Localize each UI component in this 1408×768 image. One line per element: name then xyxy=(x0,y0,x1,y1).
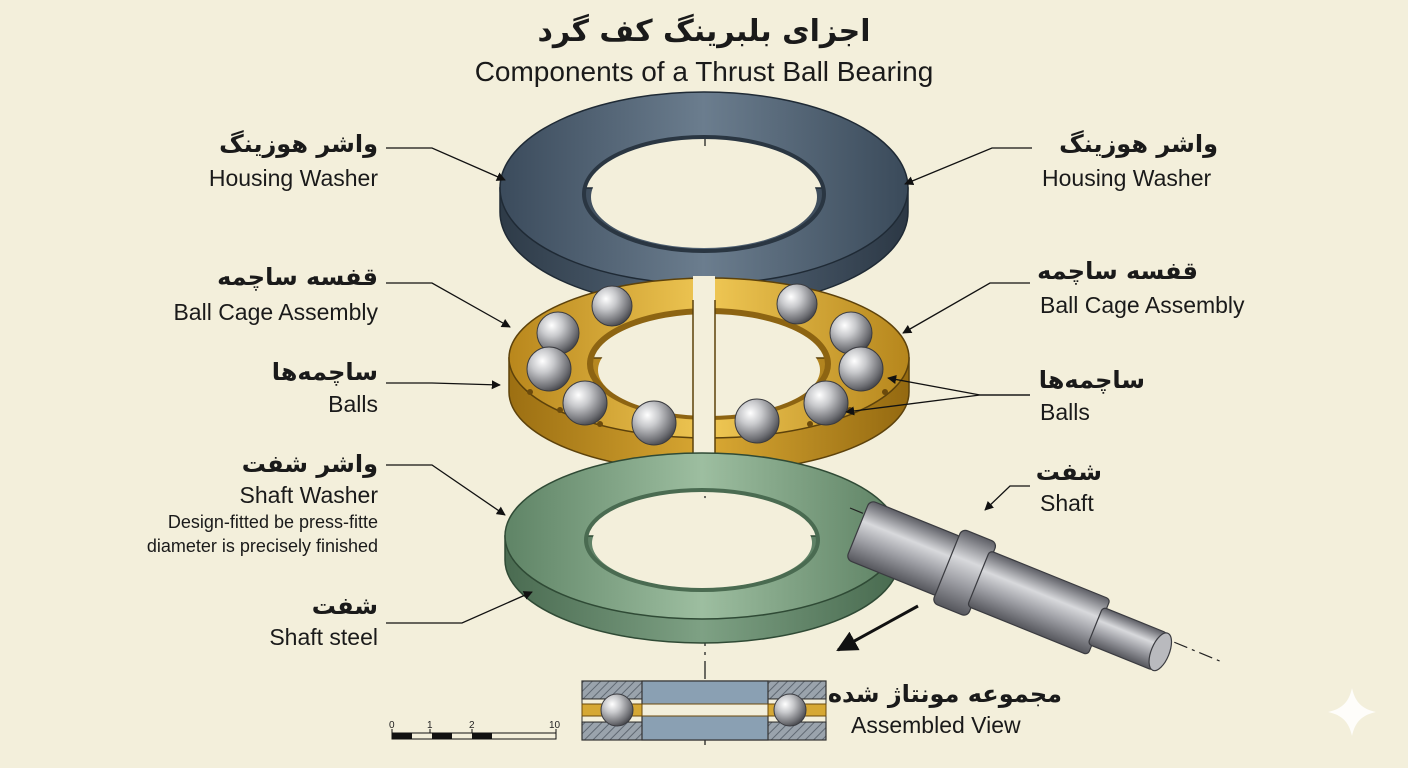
assembly-arrow xyxy=(836,604,919,652)
label-assembled-en: Assembled View xyxy=(851,712,1021,738)
label-shaft-steel-en: Shaft steel xyxy=(269,624,378,650)
label-balls-left-fa: ساچمه‌ها xyxy=(271,358,378,386)
label-assembled-fa: مجموعه مونتاژ شده xyxy=(827,680,1062,708)
scale-tick-2: 2 xyxy=(469,720,475,731)
label-cage-right-en: Ball Cage Assembly xyxy=(1040,292,1245,318)
label-housing-washer-left-en: Housing Washer xyxy=(208,165,378,191)
label-cage-right-fa: قفسه ساچمه xyxy=(1037,257,1198,285)
title-english: Components of a Thrust Ball Bearing xyxy=(474,56,934,87)
label-housing-washer-left-fa: واشر هوزینگ xyxy=(219,130,378,158)
scale-tick-10: 10 xyxy=(549,720,561,731)
balls-part xyxy=(526,283,884,446)
label-cage-left-en: Ball Cage Assembly xyxy=(173,299,378,325)
scale-bar: 0 1 2 10 xyxy=(389,720,561,740)
scale-tick-0: 0 xyxy=(389,720,395,731)
assembled-cross-section xyxy=(581,680,827,741)
label-balls-right-en: Balls xyxy=(1040,399,1090,425)
label-shaft-right-en: Shaft xyxy=(1040,490,1094,516)
label-shaft-washer-note-2: diameter is precisely finished xyxy=(146,536,378,556)
label-shaft-washer-fa: واشر شفت xyxy=(241,450,378,478)
label-shaft-washer-note-1: Design-fitted be press-fitte xyxy=(167,512,378,532)
label-shaft-steel-fa: شفت xyxy=(311,592,378,620)
scale-tick-1: 1 xyxy=(427,720,433,731)
label-balls-right-fa: ساچمه‌ها xyxy=(1038,366,1145,394)
shaft-washer-part xyxy=(504,452,900,644)
label-shaft-washer-en: Shaft Washer xyxy=(239,482,378,508)
label-shaft-right-fa: شفت xyxy=(1035,458,1102,486)
label-balls-left-en: Balls xyxy=(328,391,378,417)
housing-washer-part xyxy=(499,91,909,309)
sparkle-icon xyxy=(1328,688,1376,736)
label-housing-washer-right-en: Housing Washer xyxy=(1042,165,1212,191)
shaft-part xyxy=(847,501,1223,672)
label-housing-washer-right-fa: واشر هوزینگ xyxy=(1059,130,1218,158)
label-cage-left-fa: قفسه ساچمه xyxy=(217,263,378,291)
leader-lines xyxy=(386,147,1032,624)
title-persian: اجزای بلبرینگ کف گرد xyxy=(537,14,871,49)
